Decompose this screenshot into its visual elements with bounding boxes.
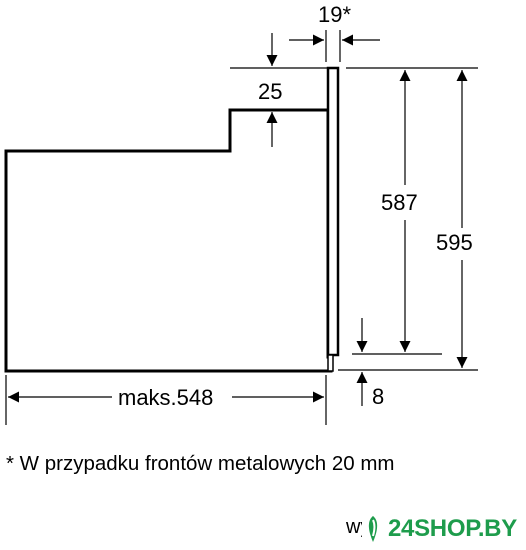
watermark-text: 24SHOP.BY <box>388 515 517 542</box>
oven-front-base <box>327 354 334 372</box>
dim-top-gap-label: 19* <box>318 2 351 27</box>
dim-step-label: 25 <box>258 79 282 104</box>
dim-bottom-gap-label: 8 <box>372 384 384 409</box>
shop-bag-icon <box>362 512 384 546</box>
oven-front-panel <box>326 66 340 357</box>
watermark-badge: 24SHOP.BY <box>362 508 526 550</box>
oven-body-outline <box>4 108 333 373</box>
dim-inner-height-label: 587 <box>381 190 418 215</box>
dim-depth-label: maks.548 <box>118 385 213 410</box>
footnote: * W przypadku frontów metalowych 20 mm <box>6 452 395 475</box>
dim-total-height-label: 595 <box>436 230 473 255</box>
